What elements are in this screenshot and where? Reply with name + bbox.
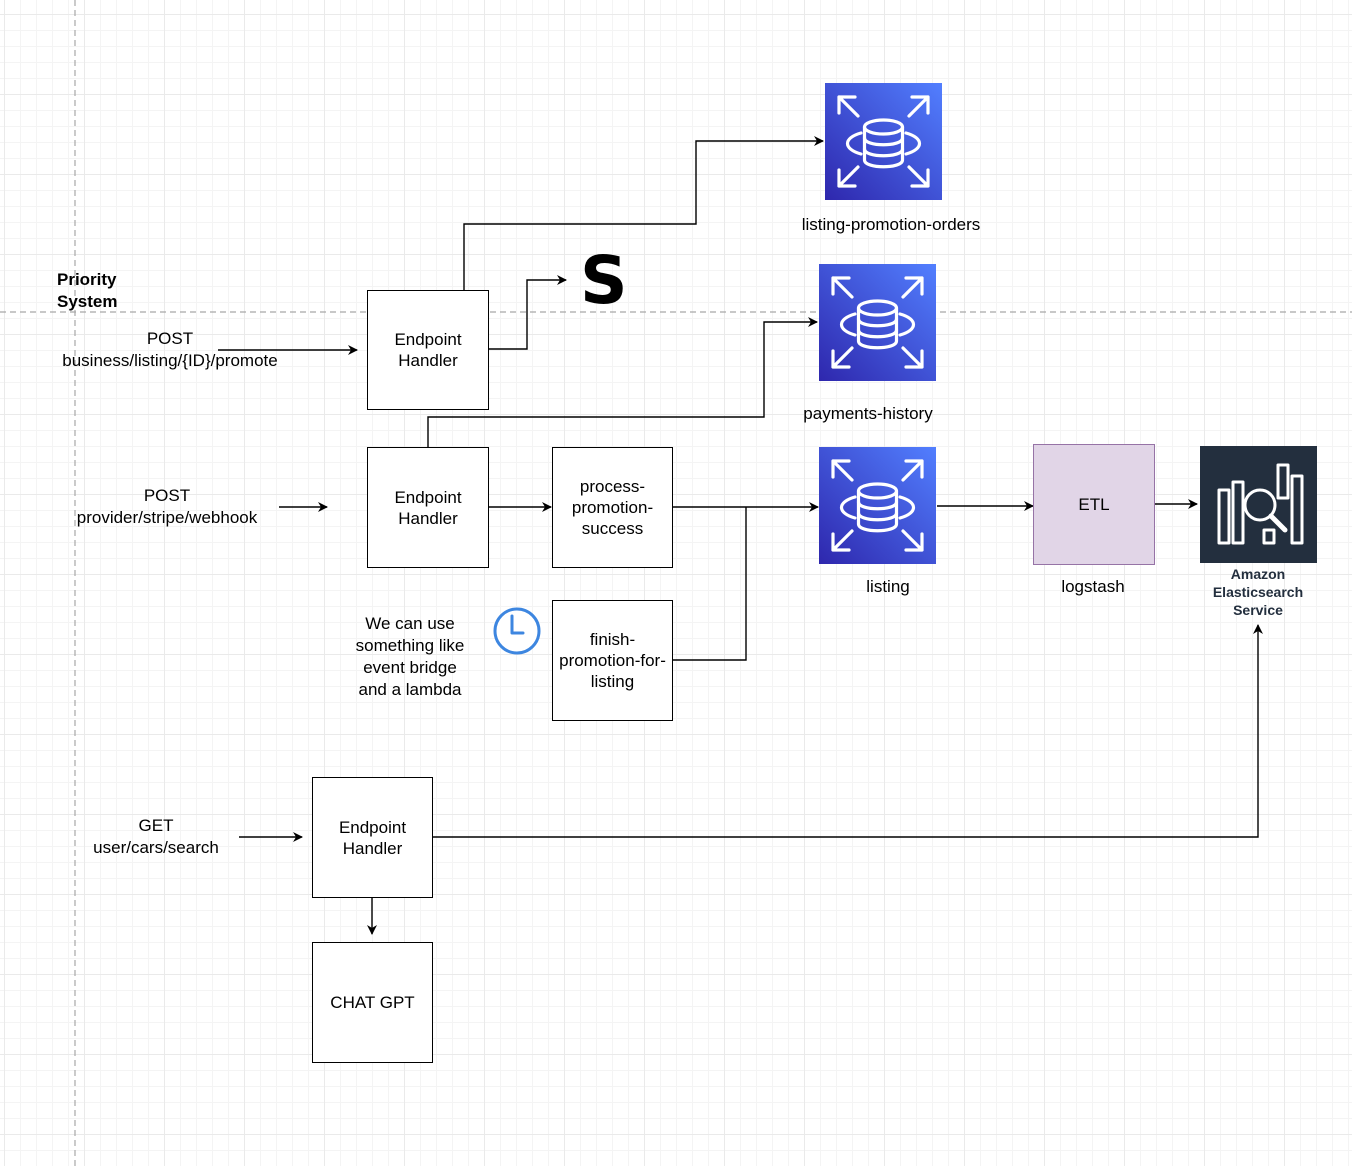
endpoint-handler-promote[interactable]: Endpoint Handler — [367, 290, 489, 410]
finish-promotion-for-listing-box[interactable]: finish- promotion-for- listing — [552, 600, 673, 721]
edge-webhook-to-payments — [427, 317, 818, 447]
edge-search-to-es — [433, 624, 1263, 838]
listing-promotion-orders-label: listing-promotion-orders — [801, 215, 981, 234]
search-request-label: GET user/cars/search — [93, 816, 219, 857]
listing-db-icon[interactable] — [819, 447, 936, 564]
process-promotion-success-box[interactable]: process- promotion- success — [552, 447, 673, 568]
etl-box[interactable]: ETL — [1033, 444, 1155, 565]
stripe-icon[interactable]: S — [580, 242, 628, 319]
listing-promotion-orders-db-icon[interactable] — [825, 83, 942, 200]
clock-icon — [493, 607, 541, 655]
endpoint-handler-search[interactable]: Endpoint Handler — [312, 777, 433, 898]
promote-request-label: POST business/listing/{ID}/promote — [62, 329, 278, 370]
elasticsearch-label: Amazon Elasticsearch Service — [1212, 566, 1304, 618]
edge-handler-to-stripe — [488, 275, 567, 350]
priority-system-title: Priority System — [57, 270, 118, 311]
payments-history-label: payments-history — [803, 404, 933, 423]
endpoint-handler-webhook[interactable]: Endpoint Handler — [367, 447, 489, 568]
elasticsearch-service-icon[interactable] — [1200, 446, 1317, 563]
event-bridge-note: We can use something like event bridge a… — [355, 614, 465, 699]
edge-handler-to-orders — [463, 136, 824, 290]
edge-finish-to-listing — [673, 507, 747, 661]
chat-gpt-box[interactable]: CHAT GPT — [312, 942, 433, 1063]
webhook-request-label: POST provider/stripe/webhook — [76, 486, 258, 527]
payments-history-db-icon[interactable] — [819, 264, 936, 381]
listing-label: listing — [866, 577, 910, 596]
logstash-label: logstash — [1061, 577, 1125, 596]
